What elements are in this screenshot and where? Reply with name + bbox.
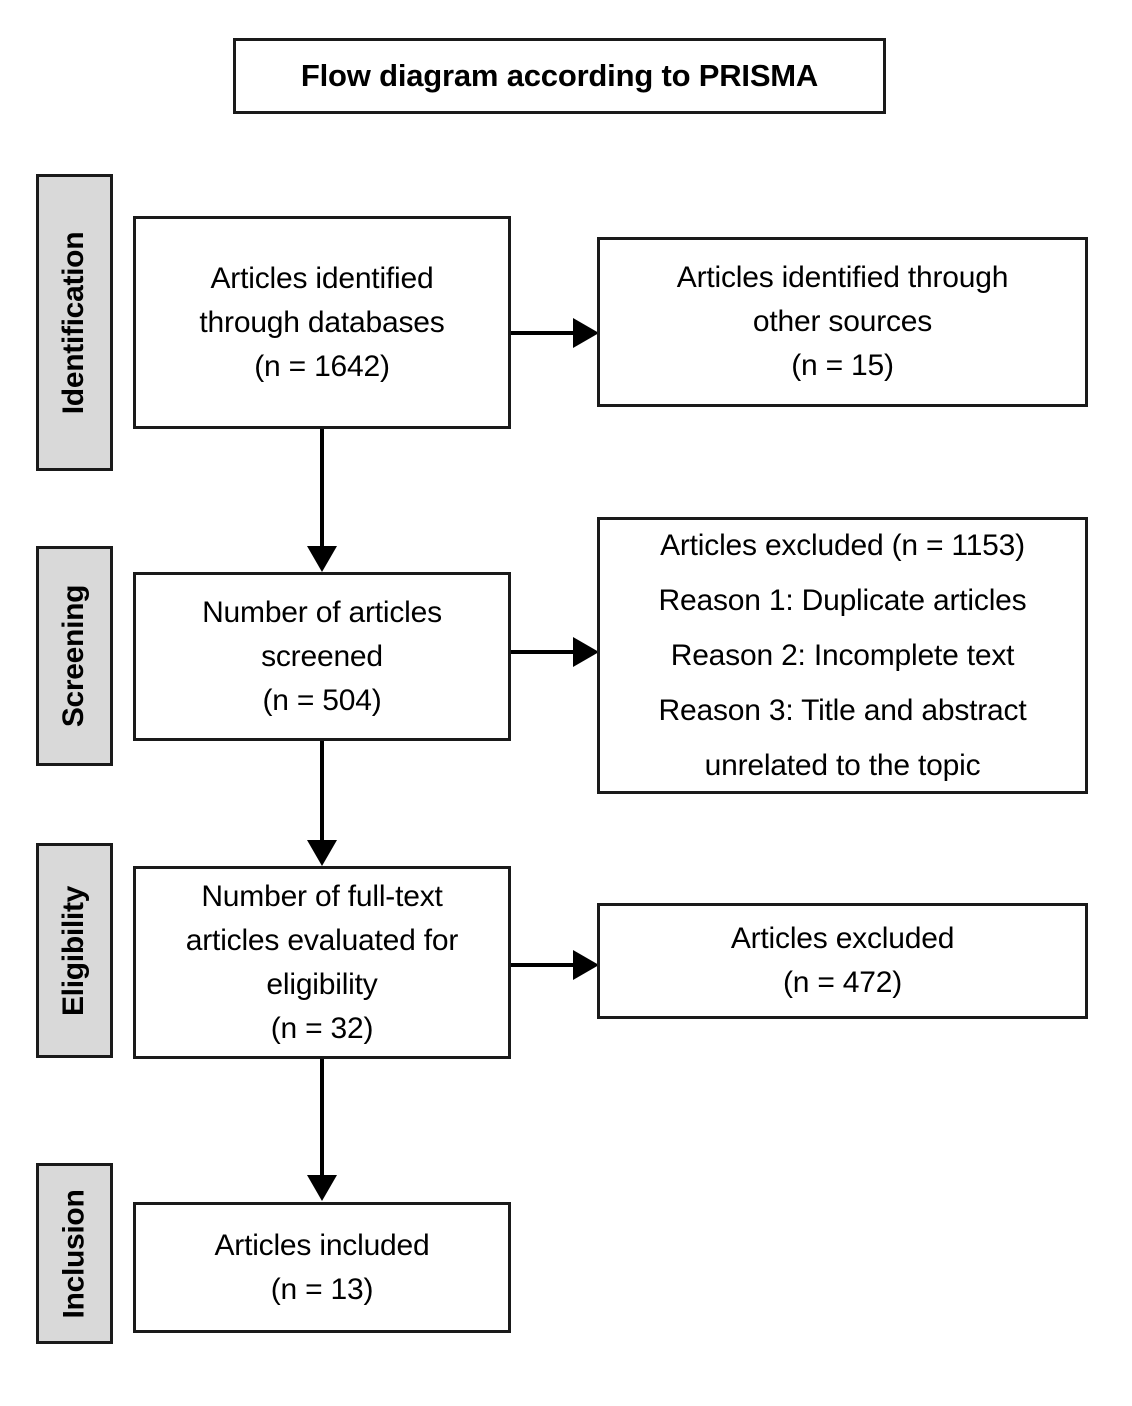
- box-line: articles evaluated for: [185, 923, 459, 957]
- arrow-down-icon: [307, 840, 337, 866]
- box-fulltext-articles-assessed: Number of full-text articles evaluated f…: [133, 866, 511, 1059]
- connector-line: [320, 1059, 324, 1177]
- box-line: Articles identified: [210, 261, 434, 295]
- box-count: (n = 13): [270, 1272, 374, 1306]
- box-count: (n = 1642): [254, 349, 390, 383]
- connector-line: [511, 650, 575, 654]
- box-count: (n = 472): [782, 966, 903, 999]
- connector-line: [320, 741, 324, 841]
- connector-line: [511, 963, 575, 967]
- page-title: Flow diagram according to PRISMA: [300, 58, 819, 93]
- arrow-down-icon: [307, 546, 337, 572]
- box-articles-screened: Number of articles screened (n = 504): [133, 572, 511, 741]
- box-articles-identified-other-sources: Articles identified through other source…: [597, 237, 1088, 407]
- box-count: (n = 504): [262, 683, 382, 717]
- box-line: Articles identified through: [676, 261, 1009, 294]
- stage-label-text: Identification: [57, 231, 91, 414]
- box-line: other sources: [752, 305, 933, 338]
- box-line: eligibility: [266, 967, 378, 1001]
- box-articles-excluded-eligibility: Articles excluded (n = 472): [597, 903, 1088, 1019]
- exclusion-reason: Reason 2: Incomplete text: [670, 639, 1015, 672]
- box-line: screened: [261, 639, 383, 673]
- box-articles-excluded-screening: Articles excluded (n = 1153) Reason 1: D…: [597, 517, 1088, 794]
- box-line: through databases: [199, 305, 445, 339]
- arrow-right-icon: [573, 950, 599, 980]
- stage-label-text: Eligibility: [57, 885, 91, 1016]
- arrow-right-icon: [573, 318, 599, 348]
- exclusion-reason: Reason 3: Title and abstract: [658, 694, 1027, 727]
- connector-line: [320, 429, 324, 549]
- box-articles-included: Articles included (n = 13): [133, 1202, 511, 1333]
- exclusion-reason-cont: unrelated to the topic: [704, 749, 981, 782]
- box-line: Number of full-text: [201, 879, 443, 913]
- stage-label-inclusion: Inclusion: [36, 1163, 113, 1344]
- diagram-title-box: Flow diagram according to PRISMA: [233, 38, 886, 114]
- arrow-right-icon: [573, 637, 599, 667]
- box-count: (n = 32): [270, 1011, 374, 1045]
- box-line: Articles excluded: [730, 922, 955, 955]
- stage-label-eligibility: Eligibility: [36, 843, 113, 1058]
- stage-label-identification: Identification: [36, 174, 113, 471]
- box-articles-identified-databases: Articles identified through databases (n…: [133, 216, 511, 429]
- arrow-down-icon: [307, 1175, 337, 1201]
- connector-line: [511, 331, 575, 335]
- stage-label-text: Inclusion: [57, 1189, 91, 1318]
- stage-label-screening: Screening: [36, 546, 113, 766]
- box-line: Articles included: [214, 1228, 430, 1262]
- exclusion-reason: Reason 1: Duplicate articles: [658, 584, 1027, 617]
- box-count: Articles excluded (n = 1153): [660, 529, 1025, 562]
- box-line: Number of articles: [202, 595, 442, 629]
- box-count: (n = 15): [791, 349, 894, 382]
- stage-label-text: Screening: [57, 584, 91, 728]
